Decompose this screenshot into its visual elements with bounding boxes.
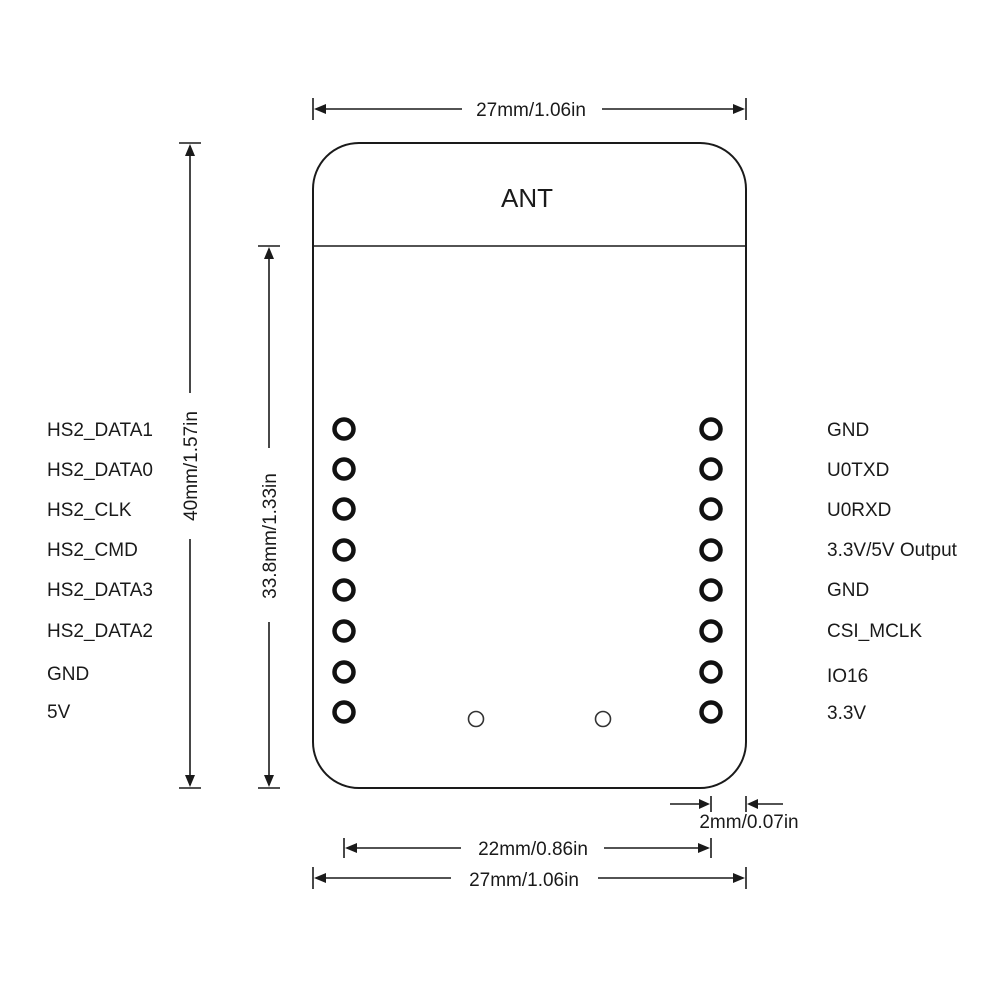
bottom-width-arrow-right <box>733 873 745 883</box>
left-pin-label: HS2_DATA3 <box>47 580 153 601</box>
left-pin-pad <box>332 497 356 521</box>
left-pin-label: HS2_CMD <box>47 540 138 561</box>
right-pin-pad <box>699 497 723 521</box>
edge-offset-dimension: 2mm/0.07in <box>670 796 799 833</box>
inner-height-dimension: 33.8mm/1.33in <box>258 245 281 789</box>
right-pin-label: U0RXD <box>827 500 891 521</box>
mounting-hole-left <box>467 710 485 728</box>
left-pin-pad <box>332 619 356 643</box>
left-pin-label: HS2_DATA0 <box>47 460 153 481</box>
pin-span-arrow-left <box>345 843 357 853</box>
right-pin-pad <box>699 538 723 562</box>
right-pin-pad <box>699 417 723 441</box>
antenna-label: ANT <box>501 183 553 213</box>
left-pin-label: GND <box>47 664 89 685</box>
left-pin-pads <box>332 417 356 724</box>
left-pin-pad <box>332 700 356 724</box>
right-pin-label: IO16 <box>827 666 868 687</box>
right-pin-label: U0TXD <box>827 460 889 481</box>
right-pin-pads <box>699 417 723 724</box>
right-pin-label: CSI_MCLK <box>827 621 922 642</box>
right-pin-label: 3.3V/5V Output <box>827 540 958 561</box>
top-width-arrow-right <box>733 104 745 114</box>
top-width-arrow-left <box>314 104 326 114</box>
bottom-width-arrow-left <box>314 873 326 883</box>
mounting-hole-right <box>594 710 612 728</box>
pin-span-arrow-right <box>698 843 710 853</box>
total-height-label: 40mm/1.57in <box>181 411 202 521</box>
top-width-dimension: 27mm/1.06in <box>312 98 747 121</box>
inner-height-arrow-top <box>264 247 274 259</box>
edge-offset-arrow-left <box>699 799 710 809</box>
left-pin-pad <box>332 660 356 684</box>
total-height-arrow-top <box>185 144 195 156</box>
bottom-width-dimension: 27mm/1.06in <box>312 867 747 891</box>
right-pin-pad <box>699 700 723 724</box>
right-pin-label: 3.3V <box>827 703 866 724</box>
left-pin-label: 5V <box>47 702 71 723</box>
right-pin-pad <box>699 578 723 602</box>
edge-offset-label: 2mm/0.07in <box>699 812 798 833</box>
bottom-width-label: 27mm/1.06in <box>469 870 579 891</box>
pin-span-dimension: 22mm/0.86in <box>343 838 712 860</box>
right-pin-label: GND <box>827 580 869 601</box>
left-pin-pad <box>332 457 356 481</box>
left-pin-label: HS2_CLK <box>47 500 132 521</box>
left-pin-label: HS2_DATA2 <box>47 621 153 642</box>
right-pin-labels: GND U0TXD U0RXD 3.3V/5V Output GND CSI_M… <box>827 420 958 724</box>
edge-offset-arrow-right <box>747 799 758 809</box>
board-outline <box>312 142 747 789</box>
left-pin-pad <box>332 417 356 441</box>
left-pin-label: HS2_DATA1 <box>47 420 153 441</box>
total-height-dimension: 40mm/1.57in <box>179 142 202 789</box>
left-pin-labels: HS2_DATA1 HS2_DATA0 HS2_CLK HS2_CMD HS2_… <box>47 420 153 723</box>
inner-height-arrow-bottom <box>264 775 274 787</box>
right-pin-label: GND <box>827 420 869 441</box>
left-pin-pad <box>332 538 356 562</box>
left-pin-pad <box>332 578 356 602</box>
right-pin-pad <box>699 660 723 684</box>
right-pin-pad <box>699 457 723 481</box>
inner-height-label: 33.8mm/1.33in <box>260 473 281 599</box>
right-pin-pad <box>699 619 723 643</box>
total-height-arrow-bottom <box>185 775 195 787</box>
pin-span-label: 22mm/0.86in <box>478 839 588 860</box>
top-width-label: 27mm/1.06in <box>476 100 586 121</box>
